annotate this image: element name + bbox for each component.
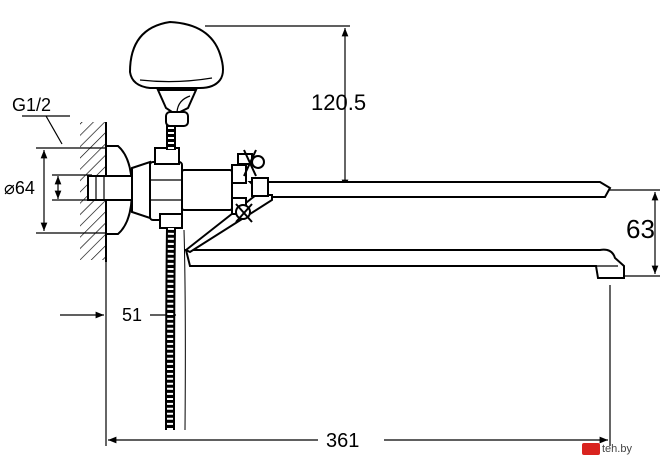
label-spout-length: 361 <box>326 430 359 452</box>
wall-flange <box>87 145 151 235</box>
label-wall-offset: 51 <box>122 305 142 325</box>
dimension-lines <box>22 28 659 444</box>
cross-handle-upper <box>231 149 269 197</box>
site-watermark: teh.by <box>582 440 632 458</box>
watermark-text: teh.by <box>602 443 632 455</box>
shower-holder <box>156 89 198 127</box>
extension-lines <box>36 25 660 446</box>
shower-head <box>128 20 224 89</box>
label-diameter: ⌀64 <box>4 178 35 198</box>
label-head-height: 120.5 <box>311 90 366 115</box>
spout <box>184 181 625 279</box>
label-thread: G1/2 <box>12 95 51 115</box>
mixer-body <box>149 147 233 229</box>
label-spout-drop: 63 <box>626 214 655 244</box>
cross-handle-lower <box>231 197 253 223</box>
brand-logo-icon <box>582 443 600 455</box>
